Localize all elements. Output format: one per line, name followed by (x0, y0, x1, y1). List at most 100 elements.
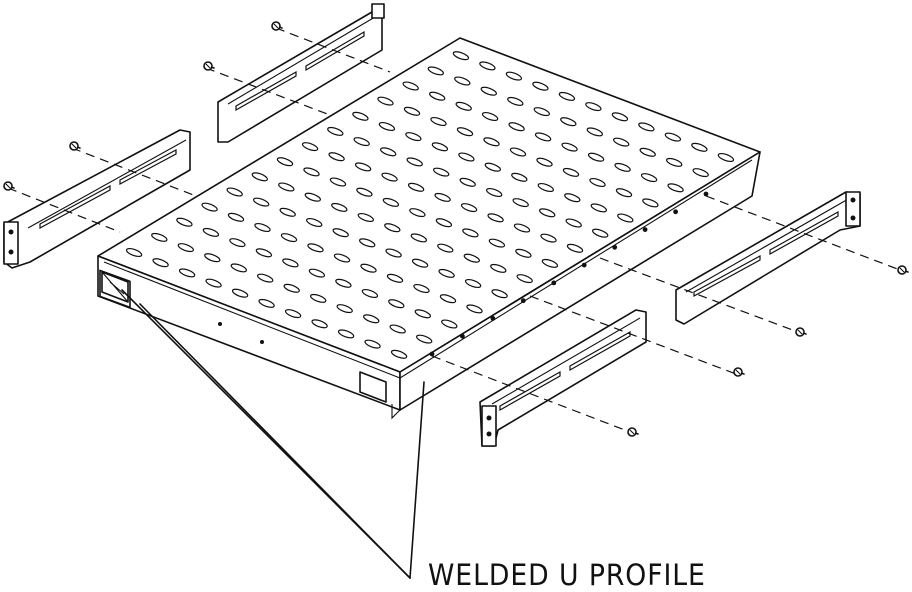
ventilation-slot (534, 132, 552, 142)
ventilation-slot (360, 263, 377, 273)
ventilation-slot (614, 162, 631, 172)
ventilation-slot (562, 167, 580, 177)
ventilation-slot (364, 339, 381, 349)
ventilation-slot (592, 228, 609, 238)
ventilation-slot (565, 218, 582, 228)
ventilation-slot (505, 71, 523, 81)
ventilation-slot (611, 112, 629, 122)
ventilation-slot (717, 152, 735, 163)
ventilation-slot (405, 132, 422, 142)
ventilation-slot (537, 182, 554, 193)
ventilation-slot (488, 238, 506, 248)
ventilation-slot (279, 207, 296, 217)
ventilation-slot (513, 223, 531, 233)
u-profile-window-right (359, 371, 387, 403)
mounting-hole (520, 298, 526, 304)
ventilation-slot (454, 76, 471, 86)
ventilation-slot (692, 168, 709, 178)
mounting-hole (551, 280, 557, 286)
ventilation-slot (463, 253, 480, 263)
perforated-shelf (97, 37, 761, 420)
ventilation-slot (255, 248, 273, 258)
ventilation-slot (512, 198, 529, 208)
ventilation-slot (516, 274, 533, 284)
ventilation-slot (327, 126, 344, 136)
ventilation-slot (230, 263, 247, 273)
front-right-rail (479, 309, 647, 447)
ventilation-slot (561, 142, 578, 152)
screw-icon (627, 427, 639, 437)
ventilation-slot (335, 278, 352, 288)
ventilation-slot (462, 228, 479, 238)
ventilation-slot (431, 142, 449, 152)
ventilation-slot (540, 233, 557, 243)
ventilation-slot (386, 273, 404, 283)
ventilation-slot (332, 228, 349, 238)
assembly-guide-lines (7, 27, 901, 433)
ventilation-slot (566, 243, 584, 253)
ventilation-slot (381, 172, 398, 182)
ventilation-slot (280, 233, 298, 243)
ventilation-slot (306, 217, 323, 228)
ventilation-slot (204, 253, 221, 263)
rear-left-rail (217, 3, 385, 143)
ventilation-slot (403, 106, 421, 116)
ventilation-slot (388, 299, 405, 309)
ventilation-slot (456, 127, 474, 137)
screw-icon (69, 141, 81, 151)
ventilation-slot (484, 162, 501, 172)
ventilation-slot (227, 212, 245, 222)
ventilation-slot (363, 314, 380, 324)
ventilation-slot (508, 122, 525, 132)
ventilation-slot (441, 319, 458, 329)
ventilation-slot (490, 263, 507, 273)
mounting-hole (490, 316, 496, 321)
mounting-hole (429, 351, 435, 357)
mounting-hole (581, 262, 587, 268)
ventilation-slot (430, 116, 447, 127)
ventilation-slot (589, 177, 606, 188)
ventilation-slot (278, 182, 295, 192)
ventilation-slot (229, 238, 246, 248)
ventilation-slot (357, 212, 374, 223)
ventilation-slot (331, 202, 348, 212)
ventilation-slot (460, 203, 478, 213)
ventilation-slot (409, 208, 426, 218)
ventilation-slot (587, 152, 605, 162)
ventilation-slot (586, 127, 603, 137)
ventilation-slot (337, 329, 355, 339)
ventilation-slot (384, 223, 401, 233)
screw-icon (271, 21, 283, 31)
ventilation-slot (664, 132, 682, 142)
ventilation-slot (125, 247, 143, 258)
screw-icon (203, 61, 215, 71)
ventilation-slot (466, 304, 483, 314)
ventilation-slot (276, 157, 294, 167)
ventilation-slot (311, 319, 328, 329)
ventilation-slot (541, 258, 559, 268)
ventilation-slot (486, 187, 503, 198)
ventilation-slot (515, 248, 532, 258)
ventilation-slot (434, 192, 451, 202)
mounting-hole (612, 244, 618, 250)
ventilation-slot (307, 243, 324, 253)
ventilation-slots (125, 51, 735, 359)
ventilation-slot (356, 187, 373, 197)
ventilation-slot (464, 278, 482, 289)
ventilation-slot (354, 162, 372, 172)
ventilation-slot (226, 187, 243, 197)
ventilation-slot (336, 304, 353, 314)
ventilation-slot (479, 61, 496, 71)
ventilation-slot (615, 188, 633, 198)
ventilation-slot (427, 66, 444, 76)
ventilation-slot (284, 309, 302, 319)
ventilation-slot (564, 193, 581, 203)
ventilation-slot (178, 268, 196, 278)
ventilation-slot (328, 152, 345, 162)
mounting-hole (673, 209, 678, 215)
ventilation-slot (361, 288, 379, 299)
ventilation-slot (642, 198, 659, 208)
ventilation-slot (202, 227, 220, 237)
ventilation-slot (483, 137, 500, 147)
ventilation-slot (532, 81, 549, 91)
